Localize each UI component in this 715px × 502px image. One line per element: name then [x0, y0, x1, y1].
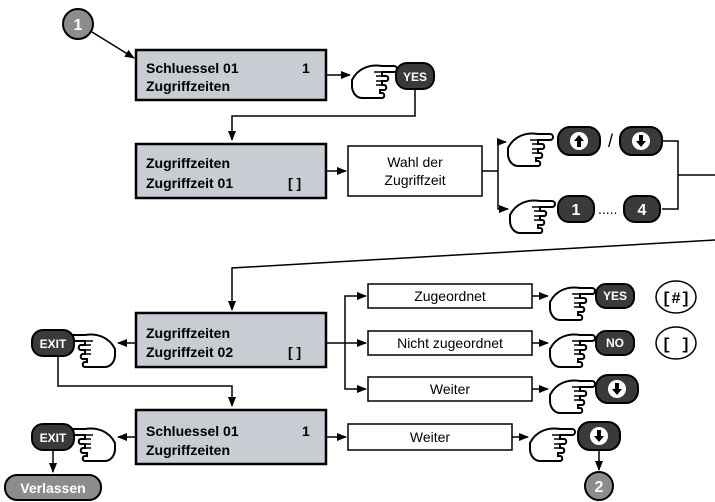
svg-text:4: 4 [638, 202, 647, 219]
connector [228, 89, 416, 141]
yes-button[interactable]: YES [595, 283, 635, 309]
svg-text:Zugriffzeiten: Zugriffzeiten [146, 78, 230, 94]
option-not-assigned: Nicht zugeordnet [367, 330, 533, 356]
svg-text:Verlassen: Verlassen [20, 480, 85, 496]
step-2-circle: 2 [584, 471, 614, 501]
svg-text:Schluessel 01: Schluessel 01 [146, 60, 239, 76]
connector [91, 31, 135, 59]
svg-text:Zugriffzeiten: Zugriffzeiten [146, 155, 230, 171]
lcd-display-4: Schluessel 01 Zugriffzeiten 1 [134, 408, 328, 466]
arrow-down-icon [594, 430, 604, 442]
svg-text:Schluessel 01: Schluessel 01 [146, 423, 239, 439]
lcd-display-1: Schluessel 01 Zugriffzeiten 1 [134, 48, 328, 102]
button-4[interactable]: 4 [623, 195, 661, 223]
svg-text:1: 1 [302, 60, 310, 76]
wahl-box: Wahl der Zugriffzeit [347, 145, 483, 197]
arrow-up-button[interactable] [557, 126, 601, 156]
svg-text:EXIT: EXIT [40, 431, 67, 445]
svg-text:[#]: [#] [662, 290, 691, 308]
svg-text:2: 2 [595, 479, 604, 496]
next-box: Weiter [347, 423, 513, 451]
pointing-hand-icon [351, 64, 398, 99]
svg-text:1: 1 [572, 202, 581, 219]
connector [662, 140, 679, 210]
leave-button[interactable]: Verlassen [4, 474, 102, 501]
svg-text:Wahl der: Wahl der [387, 154, 443, 170]
svg-text:1: 1 [302, 423, 310, 439]
option-next: Weiter [367, 376, 533, 402]
exit-button[interactable]: EXIT [31, 423, 75, 451]
svg-text:Zugriffzeiten: Zugriffzeiten [146, 442, 230, 458]
button-1[interactable]: 1 [557, 195, 595, 223]
arrow-down-button[interactable] [619, 126, 663, 156]
connector [344, 343, 367, 393]
connector [344, 292, 367, 343]
svg-text:Zugriffzeit 02: Zugriffzeit 02 [146, 344, 233, 360]
pointing-hand-icon [529, 427, 576, 462]
indicator-assigned: [#] [655, 280, 697, 314]
arrow-down-button[interactable] [595, 374, 639, 404]
arrow-down-button[interactable] [577, 421, 621, 451]
svg-text:[ ]: [ ] [288, 175, 301, 191]
svg-text:YES: YES [403, 70, 427, 84]
pointing-hand-icon [70, 429, 115, 461]
exit-button[interactable]: EXIT [31, 329, 75, 357]
pointing-hand-icon [549, 379, 596, 414]
yes-button[interactable]: YES [395, 62, 435, 90]
svg-text:Zugriffzeiten: Zugriffzeiten [146, 325, 230, 341]
svg-text:Zugriffzeit: Zugriffzeit [384, 172, 445, 188]
svg-text:Nicht zugeordnet: Nicht zugeordnet [397, 335, 503, 351]
pointing-hand-icon [70, 335, 115, 367]
lcd-display-2: Zugriffzeiten Zugriffzeit 01 [ ] [134, 142, 328, 200]
arrow-down-icon [636, 135, 646, 147]
connector [228, 239, 715, 311]
svg-text:[ ]: [ ] [288, 344, 301, 360]
svg-text:EXIT: EXIT [40, 337, 67, 351]
indicator-not-assigned: [ ] [655, 326, 697, 360]
separator-dots: ..... [598, 201, 617, 217]
svg-text:1: 1 [74, 17, 83, 34]
svg-text:YES: YES [603, 289, 627, 303]
pointing-hand-icon [509, 199, 556, 234]
connector [497, 138, 507, 171]
pointing-hand-icon [507, 132, 554, 167]
connector [57, 356, 236, 407]
pointing-hand-icon [549, 286, 596, 321]
svg-text:Zugeordnet: Zugeordnet [414, 288, 486, 304]
option-assigned: Zugeordnet [367, 283, 533, 309]
arrow-up-icon [574, 135, 584, 147]
svg-text:Weiter: Weiter [430, 381, 471, 397]
step-1-circle: 1 [62, 8, 94, 40]
separator-slash: / [608, 131, 613, 151]
no-button[interactable]: NO [595, 330, 635, 356]
svg-text:[ ]: [ ] [662, 336, 691, 354]
svg-text:Zugriffzeit 01: Zugriffzeit 01 [146, 175, 233, 191]
lcd-display-3: Zugriffzeiten Zugriffzeit 02 [ ] [134, 311, 328, 369]
svg-text:Weiter: Weiter [410, 429, 451, 445]
arrow-down-icon [612, 383, 622, 395]
svg-text:NO: NO [606, 336, 624, 350]
connector [497, 171, 509, 213]
pointing-hand-icon [549, 333, 596, 368]
